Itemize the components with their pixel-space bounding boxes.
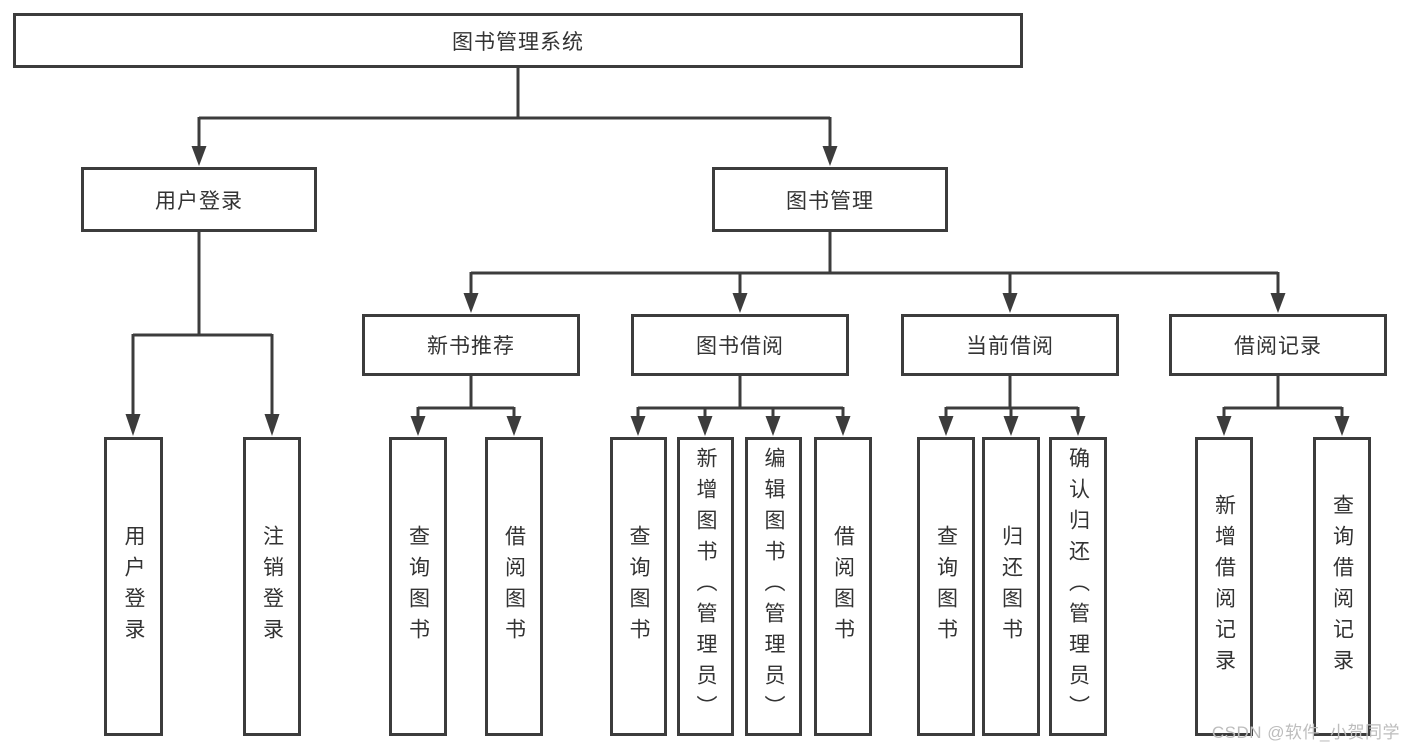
- node-book-borrow: 图书借阅: [631, 314, 849, 376]
- node-borrow-records: 借阅记录: [1169, 314, 1387, 376]
- connector-book-borrow-to-leaves: [636, 374, 845, 422]
- node-current-borrow: 当前借阅: [901, 314, 1119, 376]
- leaf-return-books: 归还图书: [982, 437, 1040, 736]
- leaf-query-books-recommend: 查询图书: [389, 437, 447, 736]
- connector-user-login-to-leaves: [131, 230, 274, 422]
- node-label: 查询图书: [627, 524, 650, 649]
- node-label: 当前借阅: [966, 335, 1054, 358]
- node-label: 用户登录: [155, 189, 243, 213]
- leaf-query-books-borrow: 查询图书: [610, 437, 667, 736]
- node-label: 归还图书: [999, 524, 1023, 649]
- connector-current-borrow-to-leaves: [944, 374, 1080, 422]
- node-new-book-recommend: 新书推荐: [362, 314, 580, 376]
- leaf-user-login: 用户登录: [104, 437, 163, 736]
- leaf-edit-book-admin: 编辑图书（管理员）: [745, 437, 802, 736]
- leaf-query-books-current: 查询图书: [917, 437, 975, 736]
- leaf-add-book-admin: 新增图书（管理员）: [677, 437, 734, 736]
- node-book-management: 图书管理: [712, 167, 948, 232]
- node-label: 新增图书（管理员）: [694, 447, 717, 726]
- node-label: 查询图书: [406, 524, 430, 649]
- connector-root-to-level2: [197, 66, 832, 150]
- node-label: 借阅图书: [502, 524, 526, 649]
- connector-new-book-to-leaves: [416, 374, 516, 422]
- node-user-login: 用户登录: [81, 167, 317, 232]
- node-label: 确认归还（管理员）: [1066, 447, 1090, 726]
- leaf-logout: 注销登录: [243, 437, 301, 736]
- connector-borrow-records-to-leaves: [1222, 374, 1344, 422]
- node-label: 图书借阅: [696, 335, 784, 358]
- csdn-watermark: CSDN @软件_小贺同学: [1211, 723, 1400, 742]
- leaf-confirm-return-admin: 确认归还（管理员）: [1049, 437, 1107, 736]
- connector-book-management-to-level3: [469, 230, 1280, 298]
- node-label: 注销登录: [260, 524, 284, 649]
- node-label: 用户登录: [122, 524, 145, 649]
- node-label: 借阅记录: [1234, 335, 1322, 358]
- node-root-library-management-system: 图书管理系统: [13, 13, 1023, 68]
- node-label: 新书推荐: [427, 335, 515, 358]
- leaf-add-borrow-record: 新增借阅记录: [1195, 437, 1253, 736]
- node-label: 新增借阅记录: [1212, 493, 1236, 680]
- node-label: 借阅图书: [831, 524, 855, 649]
- leaf-borrow-books: 借阅图书: [814, 437, 872, 736]
- node-label: 查询图书: [934, 524, 958, 649]
- node-label: 查询借阅记录: [1330, 493, 1354, 680]
- leaf-query-borrow-record: 查询借阅记录: [1313, 437, 1371, 736]
- leaf-borrow-books-recommend: 借阅图书: [485, 437, 543, 736]
- node-label: 编辑图书（管理员）: [762, 447, 785, 726]
- node-label: 图书管理: [786, 189, 874, 213]
- node-label: 图书管理系统: [452, 30, 584, 54]
